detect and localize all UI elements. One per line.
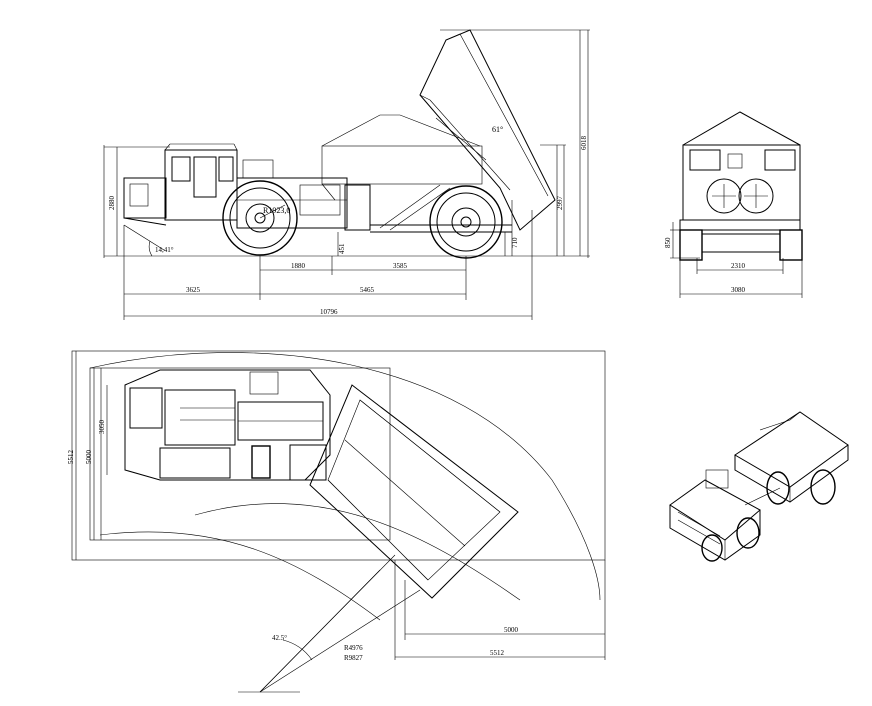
dim-2880: 2880: [108, 196, 116, 211]
tip-angle-label: 61°: [492, 125, 503, 134]
side-view: 61° R1923,0 14,41° 2880 6018 2997 451 71…: [103, 29, 590, 320]
front-wheel: [222, 180, 298, 256]
dim-6018: 6018: [580, 136, 588, 151]
dim-5000-horizontal: 5000: [504, 626, 519, 634]
dim-850: 850: [664, 237, 672, 248]
dump-body-raised: [419, 29, 556, 231]
turn-angle-label: 42.5°: [272, 634, 287, 642]
rear-wheel: [429, 185, 503, 259]
dim-2310: 2310: [731, 262, 746, 270]
dim-710: 710: [511, 237, 519, 248]
rear-view: 850 2310 3080: [664, 111, 803, 298]
turn-radius-label: R1923,0: [263, 206, 290, 215]
dim-5512-horizontal: 5512: [490, 649, 505, 657]
dim-451: 451: [338, 243, 346, 254]
dim-1880: 1880: [291, 262, 306, 270]
dump-body-lowered: [321, 114, 483, 201]
radius-inner-label: R4976: [344, 644, 363, 652]
isometric-view: [669, 411, 849, 562]
top-view-dump-body: [309, 384, 519, 599]
cab: [164, 143, 238, 221]
dim-5512-vertical: 5512: [67, 450, 75, 465]
dim-3625: 3625: [186, 286, 201, 294]
top-view: 5512 5000 3050 42.5° R4976 R9827 5000 55…: [67, 350, 606, 693]
dim-5465: 5465: [360, 286, 375, 294]
dim-5000-vertical: 5000: [85, 450, 93, 465]
dim-10796: 10796: [320, 308, 338, 316]
approach-angle-label: 14,41°: [155, 246, 174, 254]
dim-3050: 3050: [98, 420, 106, 435]
dim-2997: 2997: [556, 196, 564, 211]
radius-outer-label: R9827: [344, 654, 363, 662]
dim-3585: 3585: [393, 262, 408, 270]
dim-3080: 3080: [731, 286, 746, 294]
